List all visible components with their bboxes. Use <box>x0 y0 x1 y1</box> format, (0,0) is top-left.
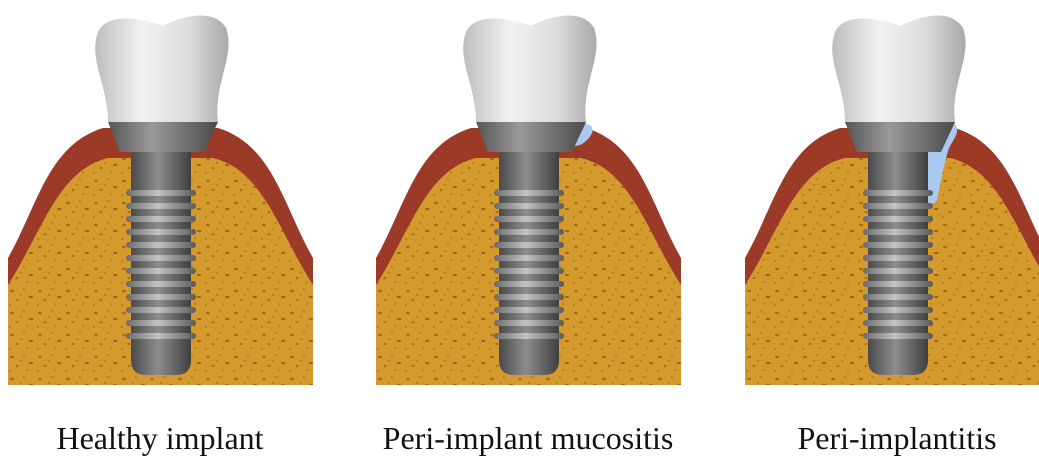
implant-body <box>868 150 928 375</box>
peri-implantitis-illustration <box>745 0 1039 385</box>
implant-body <box>131 150 191 375</box>
abutment-collar <box>476 122 586 152</box>
crown <box>95 15 228 122</box>
caption-healthy-implant: Healthy implant <box>0 420 330 456</box>
implant-body <box>499 150 559 375</box>
crown <box>463 15 596 122</box>
abutment-collar <box>108 122 218 152</box>
abutment-collar <box>845 122 955 152</box>
healthy-implant-illustration <box>8 0 313 385</box>
caption-peri-implant-mucositis: Peri-implant mucositis <box>358 420 698 456</box>
mucositis-illustration <box>376 0 681 385</box>
crown <box>832 15 965 122</box>
caption-peri-implantitis: Peri-implantitis <box>727 420 1039 456</box>
